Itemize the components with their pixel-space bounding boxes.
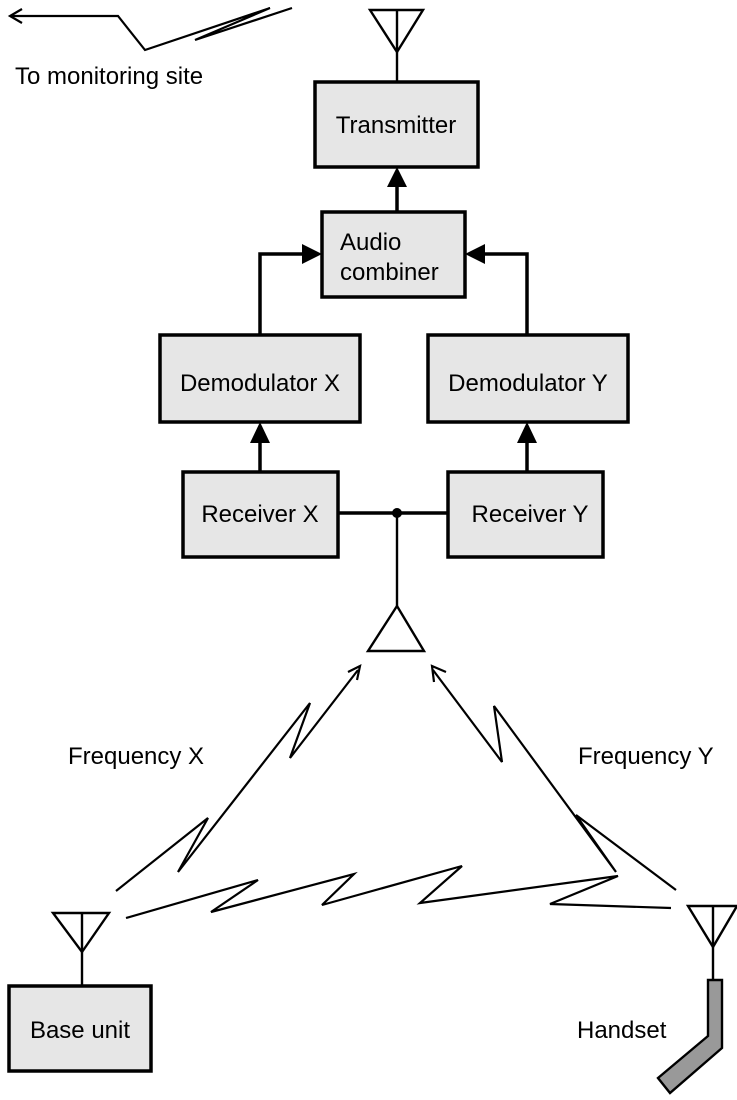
receiver-y-to-demod-y-arrow — [517, 422, 537, 472]
outgoing-radio-link — [7, 6, 293, 52]
demod-y-to-combiner-arrow — [465, 244, 529, 335]
audio-combiner-label-line2: combiner — [340, 259, 439, 286]
handset-label: Handset — [577, 1017, 667, 1044]
demodulator-y-block: Demodulator Y — [426, 333, 630, 424]
demodulator-y-label: Demodulator Y — [448, 370, 608, 397]
audio-combiner-label-line1: Audio — [340, 229, 401, 256]
frequency-x-radio-link — [115, 663, 362, 892]
transmitter-label: Transmitter — [336, 112, 456, 139]
demodulator-x-label: Demodulator X — [180, 370, 340, 397]
frequency-x-label: Frequency X — [68, 743, 204, 770]
receiver-x-label: Receiver X — [201, 501, 318, 528]
handset-icon — [656, 978, 724, 1095]
frequency-y-label: Frequency Y — [578, 743, 714, 770]
transmitter-block: Transmitter — [313, 80, 480, 169]
combiner-to-transmitter-arrow — [387, 167, 407, 212]
base-unit-antenna-icon — [50, 911, 112, 986]
transmitter-antenna-icon — [367, 8, 426, 82]
receiver-x-to-demod-x-arrow — [250, 422, 270, 472]
frequency-y-radio-link — [430, 664, 677, 891]
demod-x-to-combiner-arrow — [258, 244, 322, 335]
to-monitoring-site-label: To monitoring site — [15, 63, 203, 90]
base-unit-block: Base unit — [7, 984, 153, 1073]
base-unit-label: Base unit — [30, 1017, 130, 1044]
receiver-y-label: Receiver Y — [472, 501, 589, 528]
handset-antenna-icon — [685, 904, 737, 980]
receiver-y-block: Receiver Y — [446, 470, 605, 559]
demodulator-x-block: Demodulator X — [158, 333, 362, 424]
handset-base-radio-link — [125, 864, 672, 920]
receiver-x-block: Receiver X — [181, 470, 340, 559]
receiver-antenna-icon — [365, 603, 427, 653]
audio-combiner-block: Audio combiner — [320, 210, 467, 299]
